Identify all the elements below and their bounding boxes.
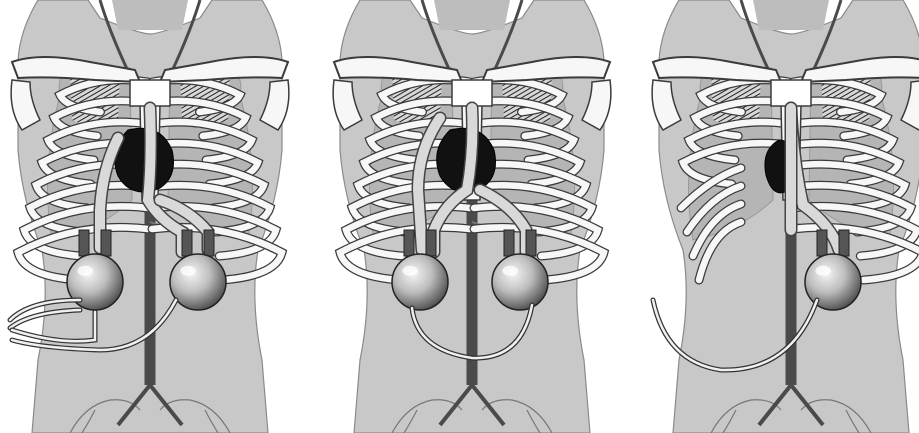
- pump-highlight: [502, 266, 518, 276]
- pump-outflow-port: [839, 230, 849, 256]
- pump-housing: [392, 254, 448, 310]
- pump-highlight: [402, 266, 418, 276]
- panel-right: [652, 0, 919, 433]
- panel-middle: [333, 0, 611, 433]
- pump-inflow-port: [79, 230, 89, 256]
- pump-highlight: [815, 266, 831, 276]
- neck: [434, 0, 510, 30]
- pump-housing: [492, 254, 548, 310]
- pump-outflow-port: [101, 230, 111, 256]
- pump-outflow-port: [426, 230, 436, 256]
- panel-left: [10, 0, 289, 433]
- pump-housing: [805, 254, 861, 310]
- pump-housing: [170, 254, 226, 310]
- pump-outflow-port: [526, 230, 536, 256]
- pump-inflow-port: [817, 230, 827, 256]
- pump-inflow-port: [504, 230, 514, 256]
- pump-highlight: [77, 266, 93, 276]
- pump-inflow-port: [182, 230, 192, 256]
- pump-outflow-port: [204, 230, 214, 256]
- neck: [112, 0, 188, 30]
- neck: [753, 0, 829, 30]
- pump-highlight: [180, 266, 196, 276]
- pump-inflow-port: [404, 230, 414, 256]
